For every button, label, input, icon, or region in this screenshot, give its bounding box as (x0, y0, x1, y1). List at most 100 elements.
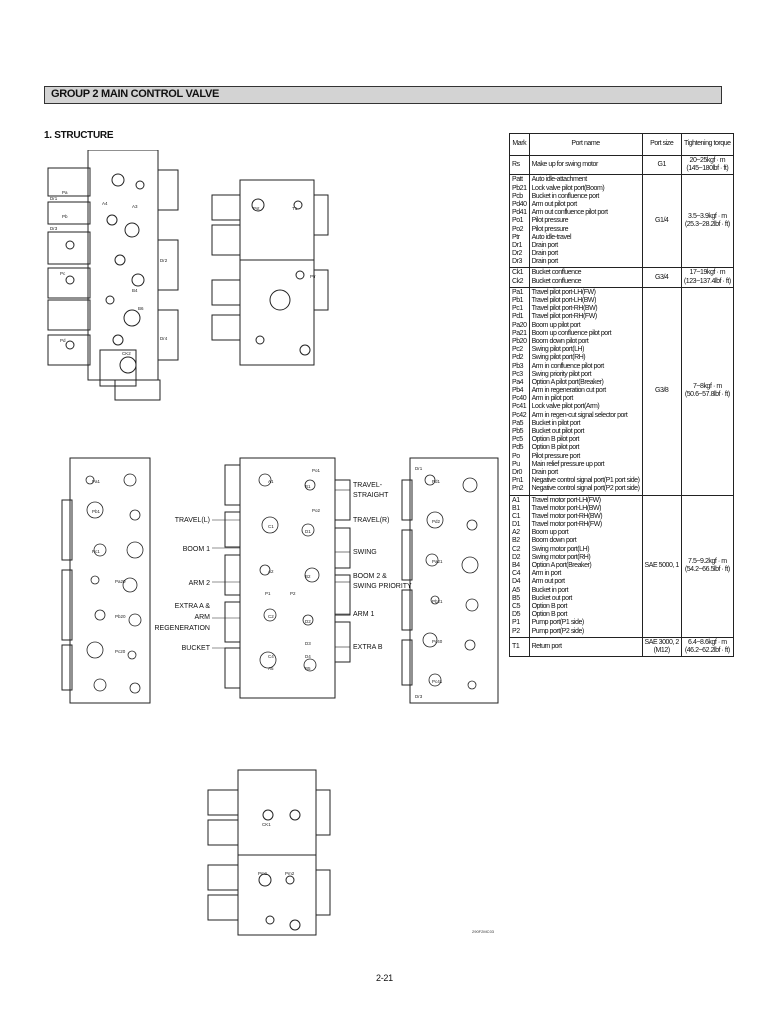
port-label: Pd1 (432, 479, 441, 484)
mark-cell-line: T1 (512, 642, 520, 650)
valve-view-middle-left (61, 457, 151, 704)
mark-cell-line: D5 (512, 611, 521, 619)
port-name-cell-line: Arm out port (531, 578, 566, 586)
port-name-cell: Travel pilot port-LH(FW)Travel pilot por… (528, 286, 643, 496)
port-name-cell-line: Bucket confluence (531, 269, 582, 277)
port-label: C2 (268, 614, 274, 619)
callout-extra-a-line2: ARM (194, 614, 210, 621)
port-name-cell-line: Lock valve pilot port(Boom) (531, 184, 605, 192)
callout-arm-2: ARM 2 (189, 580, 211, 587)
port-name-cell-line: Option B pilot port (531, 436, 580, 444)
port-label: CK2 (122, 351, 131, 356)
port-name-cell-line: Drain port (531, 468, 559, 476)
mark-cell-line: Pb4 (512, 387, 524, 395)
mark-cell-line: Pd1 (512, 313, 524, 321)
tightening-torque-cell-line: (25.3~28.2lbf · ft) (684, 221, 730, 229)
port-name-cell-line: Bucket confluence (531, 277, 582, 285)
port-label: Pm2 (285, 871, 295, 876)
port-label: D2 (305, 619, 311, 624)
mark-cell-line: Pc42 (512, 411, 527, 419)
mark-cell-line: Patt (512, 176, 523, 184)
valve-view-middle-right (401, 457, 499, 704)
mark-cell-line: Pb1 (512, 297, 524, 304)
port-label: Dr3 (415, 694, 423, 699)
callout-swing: SWING (353, 549, 377, 556)
port-name-cell-line: Arm in regen-cut signal selector port (531, 411, 628, 419)
port-label: P1 (265, 591, 271, 596)
callout-extra-b: EXTRA B (353, 644, 383, 651)
port-name-cell-line: Negative control signal port(P1 port sid… (531, 477, 640, 485)
port-label: Pd (60, 338, 66, 343)
callout-travel-r: TRAVEL(R) (353, 517, 389, 524)
mark-cell-line: Pd40 (512, 200, 527, 208)
callout-travel-l: TRAVEL(L) (175, 517, 210, 524)
mark-cell-line: Pa1 (512, 288, 524, 296)
port-label: Pc40 (432, 639, 443, 644)
port-label: Pc (60, 271, 66, 276)
mark-cell-line: A1 (512, 496, 520, 504)
mark-cell-line: Pc5 (512, 436, 523, 444)
port-size-cell-line: SAE 3000, 2 (644, 638, 680, 646)
mark-cell-line: Pn1 (512, 477, 524, 485)
mark-cell-line: Po2 (512, 225, 524, 233)
port-name-cell-line: Arm out pilot port (531, 200, 578, 208)
col-header-port-size: Port size (641, 133, 682, 156)
mark-cell-line: Pu (512, 460, 520, 468)
port-name-cell-line: Swing motor port(RH) (531, 553, 591, 561)
col-header-tightening-torque: Tightening torque (680, 133, 734, 156)
port-label: A3 (132, 204, 138, 209)
port-name-cell: Travel motor port-LH(FW)Travel motor por… (528, 494, 643, 638)
mark-cell-line: Po (512, 452, 520, 460)
port-name-cell-line: Bucket out port (531, 594, 573, 602)
tightening-torque-cell-line: (54.2~66.5lbf · ft) (684, 566, 730, 574)
mark-cell-line: Dr2 (512, 250, 522, 258)
port-label: Pb1 (92, 509, 101, 514)
valve-view-top-left (47, 150, 179, 401)
port-label: D3 (305, 641, 311, 646)
port-name-cell: Make up for swing motor (528, 154, 643, 176)
tightening-torque-cell-line: (46.2~62.2lbf · ft) (684, 646, 730, 654)
mark-cell-line: C4 (512, 570, 521, 578)
port-label: C1 (268, 524, 274, 529)
port-name-cell-line: Travel motor port-LH(FW) (531, 496, 602, 504)
mark-cell-line: P2 (512, 627, 520, 635)
port-size-cell: G3/8 (641, 286, 682, 496)
mark-cell-line: Pc41 (512, 403, 527, 411)
port-label: Dr1 (50, 196, 58, 201)
tightening-torque-cell-line: 20~25kgf · m (689, 157, 726, 164)
mark-cell-line: P1 (512, 619, 520, 627)
col-header-mark: Mark (509, 133, 530, 156)
callout-boom-2-line1: BOOM 2 & (353, 573, 387, 580)
tightening-torque-cell: 6.4~8.6kgf · m(46.2~62.2lbf · ft) (680, 636, 734, 658)
port-name-cell-line: Swing priority pilot port (531, 370, 592, 378)
tightening-torque-cell-line: 7~8kgf · m (692, 382, 722, 390)
col-header-port-name: Port name (528, 133, 643, 156)
port-label: P2 (290, 591, 296, 596)
port-name-cell-line: Arm out confluence pilot port (531, 209, 609, 217)
page-number: 2-21 (376, 973, 393, 983)
port-size-cell-line: G3/8 (655, 387, 669, 395)
mark-cell-line: Pc3 (512, 370, 523, 378)
port-size-cell-line: G1/4 (655, 217, 669, 225)
port-label: B5 (305, 666, 311, 671)
port-name-cell-line: Pilot pressure (531, 217, 569, 225)
port-label: Pa20 (115, 579, 126, 584)
port-size-cell: G3/4 (641, 267, 682, 288)
port-label: B4 (132, 288, 138, 293)
section-title: 1. STRUCTURE (44, 130, 114, 141)
mark-cell-line: Po1 (512, 217, 524, 225)
port-label: Pb21 (432, 599, 443, 604)
port-name-cell-line: Pump port(P2 side) (531, 627, 585, 635)
port-size-cell: SAE 3000, 2(M12) (641, 636, 682, 658)
mark-cell-line: Dr1 (512, 241, 522, 249)
port-label: Pa21 (432, 559, 443, 564)
port-name-cell-line: Swing pilot port(LH) (531, 346, 585, 354)
port-label: A2 (268, 569, 274, 574)
port-name-cell-line: Auto idle-attachment (531, 176, 588, 184)
mark-cell-line: Ck2 (512, 277, 524, 285)
